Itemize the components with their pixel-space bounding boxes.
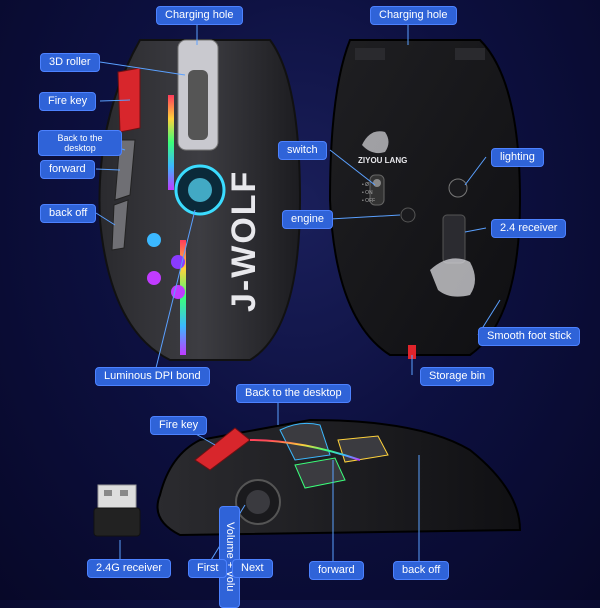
wolf-graphic (430, 258, 475, 297)
label-engine: engine (282, 210, 334, 229)
label-fire-key-side: Fire key (150, 416, 208, 435)
svg-text:• Ø: • Ø (362, 182, 369, 188)
label-switch: switch (278, 141, 327, 160)
lighting-button (448, 178, 468, 198)
label-luminous-dpi: Luminous DPI bond (95, 367, 210, 386)
label-back-off: back off (40, 204, 97, 223)
mouse-bottom-view (328, 39, 522, 359)
svg-text:• ON: • ON (362, 190, 373, 196)
label-volume: Volume + volu (219, 506, 240, 608)
svg-text:• OFF: • OFF (362, 198, 375, 204)
label-charging-hole-right: Charging hole (370, 6, 457, 25)
label-lighting: lighting (491, 148, 544, 167)
brand-vertical: J-WOLF (225, 169, 263, 312)
label-forward: forward (40, 160, 95, 179)
leader-lines (95, 22, 501, 567)
mouse-top-view (98, 39, 302, 361)
label-fire-key: Fire key (39, 92, 97, 111)
label-back-off-side: back off (393, 561, 450, 580)
label-back-to-desktop: Back to the desktop (38, 130, 122, 156)
mouse-side-view (156, 418, 522, 537)
brand-bottom: ZIYOU LANG (358, 156, 408, 165)
label-3d-roller: 3D roller (40, 53, 100, 72)
receiver-bay (442, 214, 466, 264)
label-next: Next (232, 559, 273, 578)
label-forward-side: forward (309, 561, 364, 580)
label-24g-receiver: 2.4G receiver (87, 559, 172, 578)
label-smooth-foot: Smooth foot stick (478, 327, 581, 346)
usb-receiver (93, 484, 141, 537)
label-storage-bin: Storage bin (420, 367, 495, 386)
label-charging-hole-left: Charging hole (156, 6, 243, 25)
label-receiver: 2.4 receiver (491, 219, 567, 238)
scroll-wheel (188, 70, 208, 140)
label-first: First (188, 559, 228, 578)
label-back-to-desktop-side: Back to the desktop (236, 384, 351, 403)
